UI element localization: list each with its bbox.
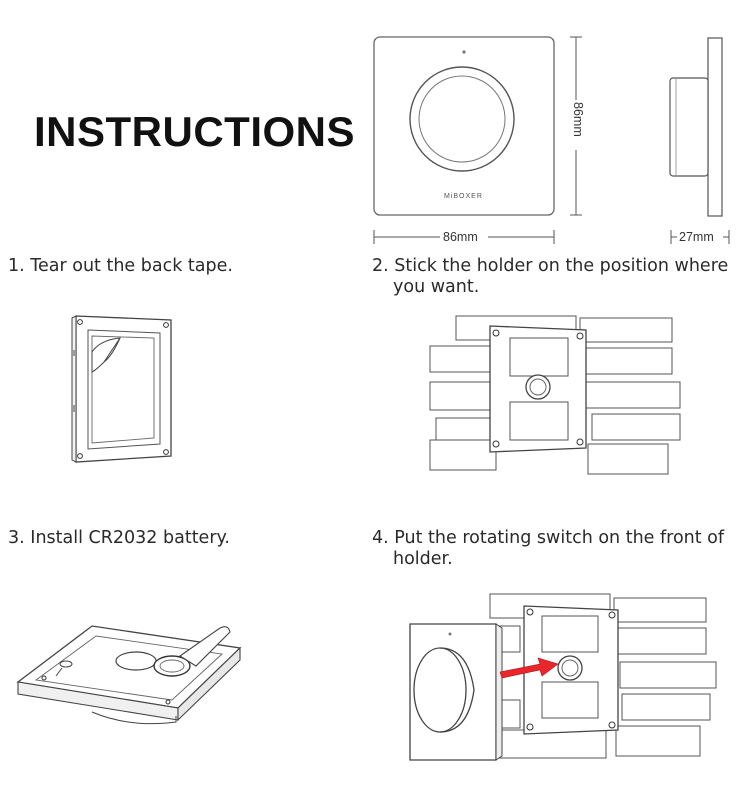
step-4-text: 4. Put the rotating switch on the front … xyxy=(372,528,742,570)
depth-dimension-label: 27mm xyxy=(679,230,714,244)
width-dimension-label: 86mm xyxy=(443,230,478,244)
brick-wall-2 xyxy=(467,593,717,759)
step-1-text: 1. Tear out the back tape. xyxy=(8,256,233,277)
dial-inner-ring xyxy=(418,75,506,163)
step-4-line1: Put the rotating switch on the front of xyxy=(394,528,725,548)
step-2-number: 2. xyxy=(372,256,389,276)
step-3-text: 3. Install CR2032 battery. xyxy=(8,528,230,549)
indicator-dot xyxy=(462,50,466,54)
step-3-line1: Install CR2032 battery. xyxy=(30,528,230,548)
step-2-line2: you want. xyxy=(393,277,480,297)
page-title: INSTRUCTIONS xyxy=(34,108,355,155)
side-view-dial xyxy=(669,77,709,177)
brick-wall xyxy=(429,315,681,475)
step-2-text: 2. Stick the holder on the position wher… xyxy=(372,256,742,298)
step-4-number: 4. xyxy=(372,528,389,548)
rotating-dial xyxy=(413,647,467,733)
install-arrow xyxy=(499,657,559,679)
step-1-number: 1. xyxy=(8,256,25,276)
step-3-number: 3. xyxy=(8,528,25,548)
step-4-line2: holder. xyxy=(393,549,453,569)
step-1-line1: Tear out the back tape. xyxy=(30,256,233,276)
insertion-tool xyxy=(179,626,231,667)
brand-logo: MiBOXER xyxy=(444,193,483,200)
step-2-line1: Stick the holder on the position where xyxy=(394,256,729,276)
